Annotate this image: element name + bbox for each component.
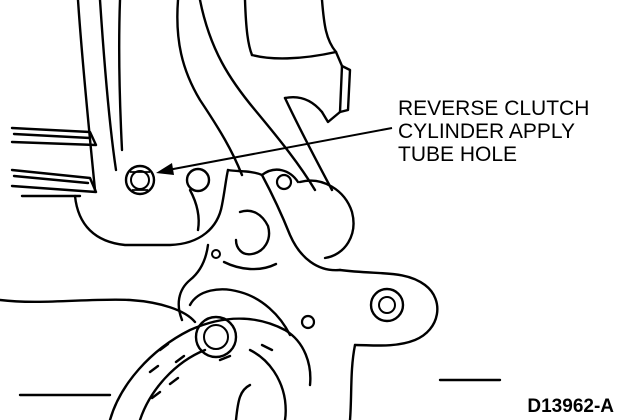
right-edge bbox=[18, 378, 502, 397]
center-rib bbox=[226, 96, 342, 272]
upper-tube bbox=[198, 0, 352, 192]
small-bolt-hole bbox=[185, 167, 211, 193]
right-large-hole bbox=[369, 287, 405, 323]
callout-line-3: TUBE HOLE bbox=[398, 143, 518, 166]
middle-housing bbox=[177, 188, 278, 322]
left-bracket bbox=[10, 126, 98, 194]
callout-leader bbox=[156, 127, 393, 175]
right-boss bbox=[298, 179, 439, 420]
figure-id: D13962-A bbox=[527, 396, 614, 417]
callout-label: REVERSE CLUTCH CYLINDER APPLY TUBE HOLE bbox=[398, 97, 620, 166]
lower-bore-hole bbox=[194, 315, 238, 359]
tube-hole bbox=[124, 164, 156, 196]
mid-small-hole bbox=[211, 249, 221, 259]
callout-line-1: REVERSE CLUTCH bbox=[398, 97, 590, 120]
callout-line-2: CYLINDER APPLY bbox=[398, 120, 576, 143]
lower-hub bbox=[108, 288, 312, 420]
upper-rib-hole bbox=[275, 173, 293, 191]
left-case-edge bbox=[0, 0, 197, 324]
right-small-hole bbox=[300, 314, 316, 330]
upper-housing bbox=[73, 0, 244, 247]
